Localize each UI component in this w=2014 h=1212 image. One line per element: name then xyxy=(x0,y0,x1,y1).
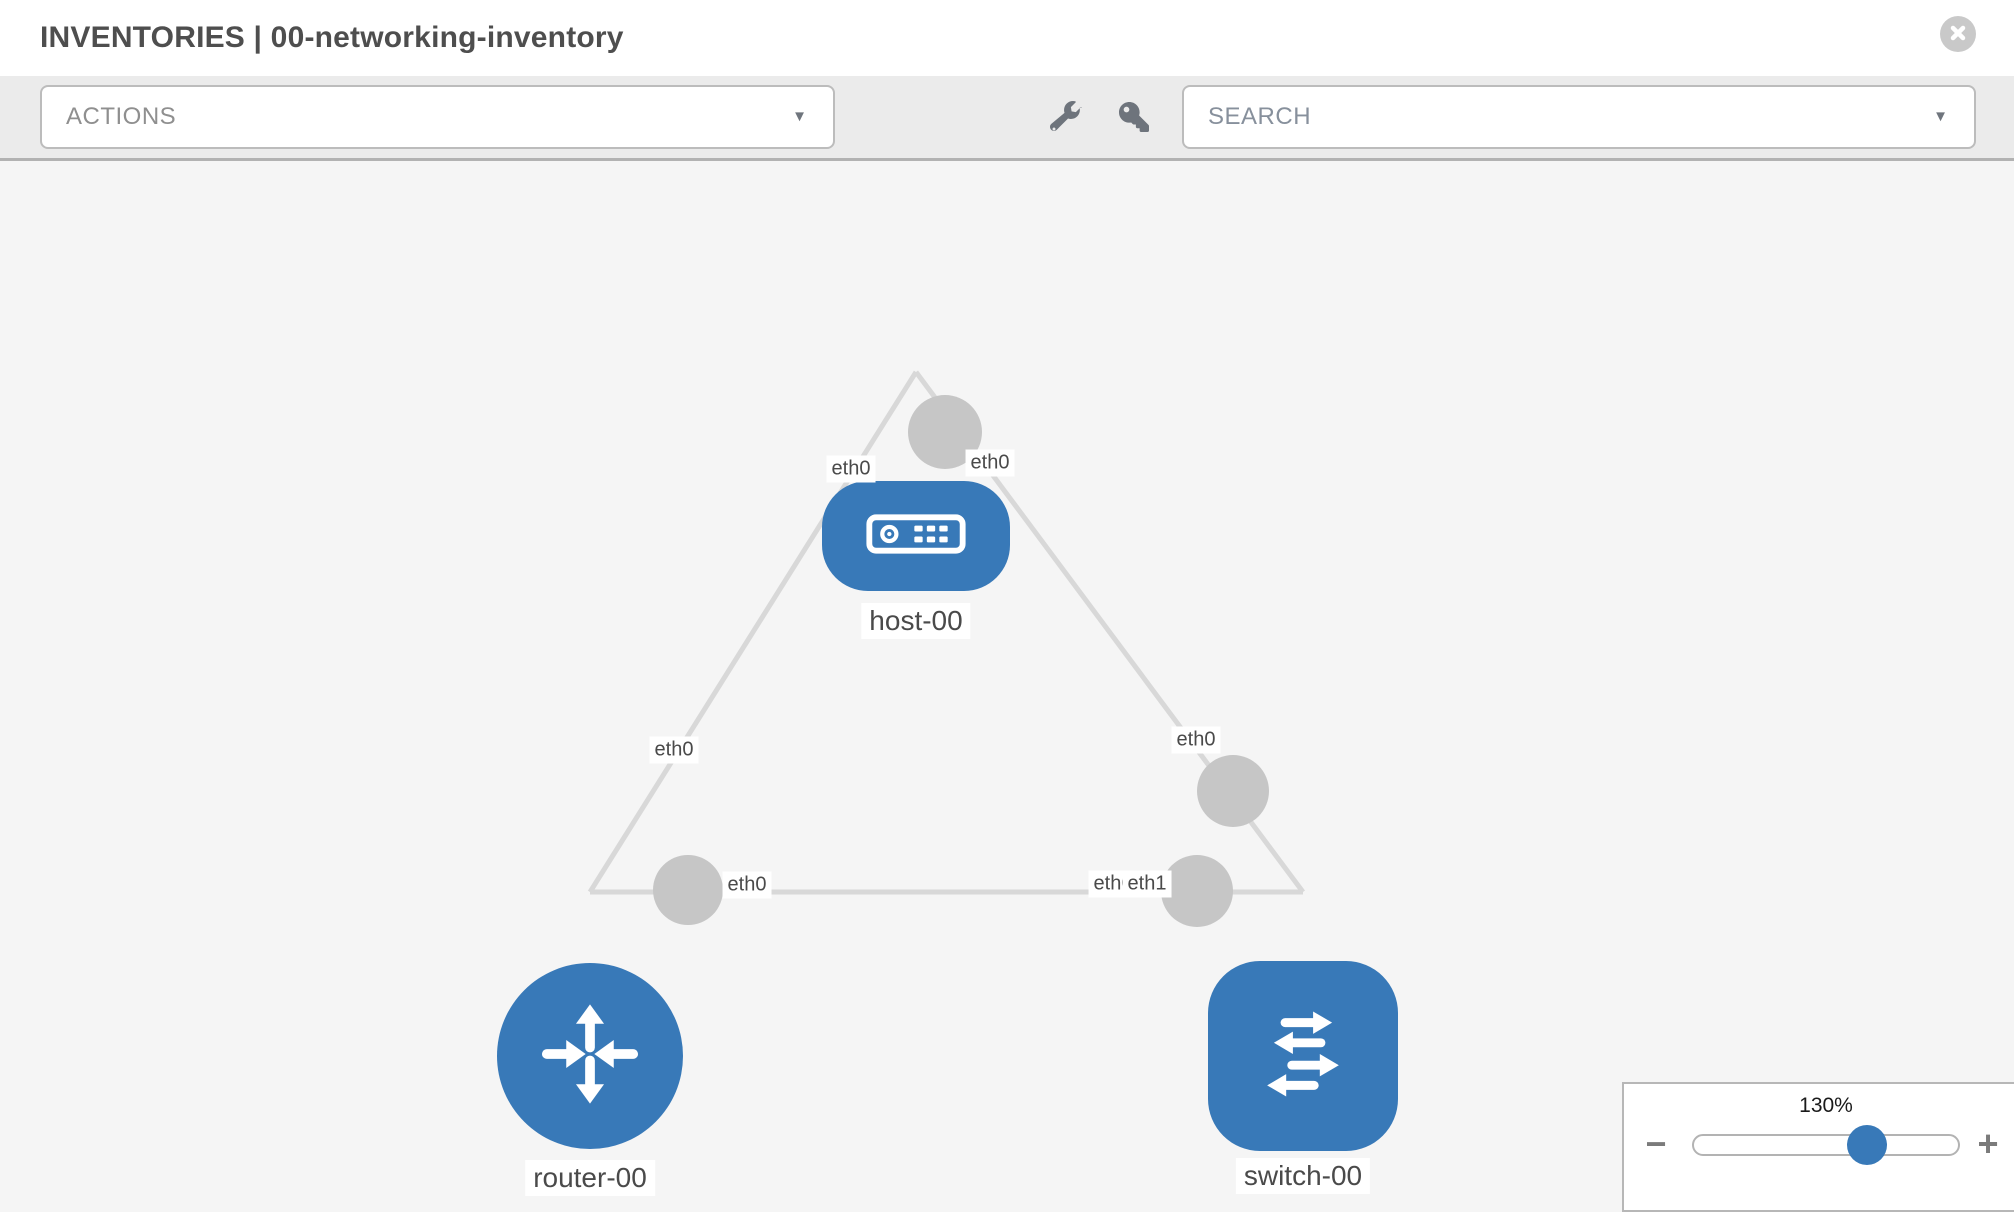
router-arrows-icon xyxy=(536,1000,644,1113)
interface-label: eth0 xyxy=(965,449,1015,477)
interface-dot xyxy=(1161,855,1233,927)
key-icon xyxy=(1119,101,1149,135)
node-router-00[interactable] xyxy=(497,963,683,1149)
interface-label: eth0 xyxy=(649,736,699,764)
actions-dropdown-label: ACTIONS xyxy=(66,103,177,130)
zoom-slider-track[interactable] xyxy=(1692,1125,1960,1165)
node-switch-00[interactable] xyxy=(1208,961,1398,1151)
chevron-down-icon: ▼ xyxy=(1933,107,1948,125)
node-host-00[interactable] xyxy=(822,481,1010,591)
interface-dot xyxy=(653,855,723,925)
server-icon xyxy=(866,512,966,561)
search-dropdown-label: SEARCH xyxy=(1208,103,1312,130)
actions-dropdown[interactable]: ACTIONS ▼ xyxy=(40,85,835,149)
topology-canvas: host-00 router-00 switch-00 eth0 eth0 eth0… xyxy=(0,164,2014,1200)
zoom-level-value: 130% xyxy=(1799,1094,1853,1117)
zoom-out-button[interactable]: − xyxy=(1636,1122,1676,1166)
wrench-icon xyxy=(1049,100,1082,136)
wrench-button[interactable] xyxy=(1048,100,1084,136)
node-label-host: host-00 xyxy=(861,603,971,639)
zoom-panel: 130% − + xyxy=(1622,1082,2014,1212)
interface-dot xyxy=(908,395,982,469)
close-icon xyxy=(1948,23,1968,46)
interface-label: eth0 xyxy=(722,871,772,899)
interface-label: eth0 xyxy=(1171,726,1221,754)
node-label-router: router-00 xyxy=(525,1160,655,1196)
interface-label: eth0 xyxy=(826,455,876,483)
key-button[interactable] xyxy=(1116,100,1152,136)
header: INVENTORIES | 00-networking-inventory xyxy=(0,0,2014,76)
zoom-slider-thumb[interactable] xyxy=(1846,1125,1887,1165)
chevron-down-icon: ▼ xyxy=(792,107,807,125)
toolbar: ACTIONS ▼ SEARCH ▼ xyxy=(0,76,2014,161)
zoom-in-button[interactable]: + xyxy=(1968,1122,2008,1166)
page-title: INVENTORIES | 00-networking-inventory xyxy=(40,21,624,54)
interface-dot xyxy=(1197,755,1269,827)
switch-arrows-icon xyxy=(1247,998,1359,1115)
close-button[interactable] xyxy=(1940,16,1976,52)
node-label-switch: switch-00 xyxy=(1235,1158,1371,1194)
interface-label: eth1 xyxy=(1122,870,1172,898)
search-dropdown[interactable]: SEARCH ▼ xyxy=(1182,85,1976,149)
